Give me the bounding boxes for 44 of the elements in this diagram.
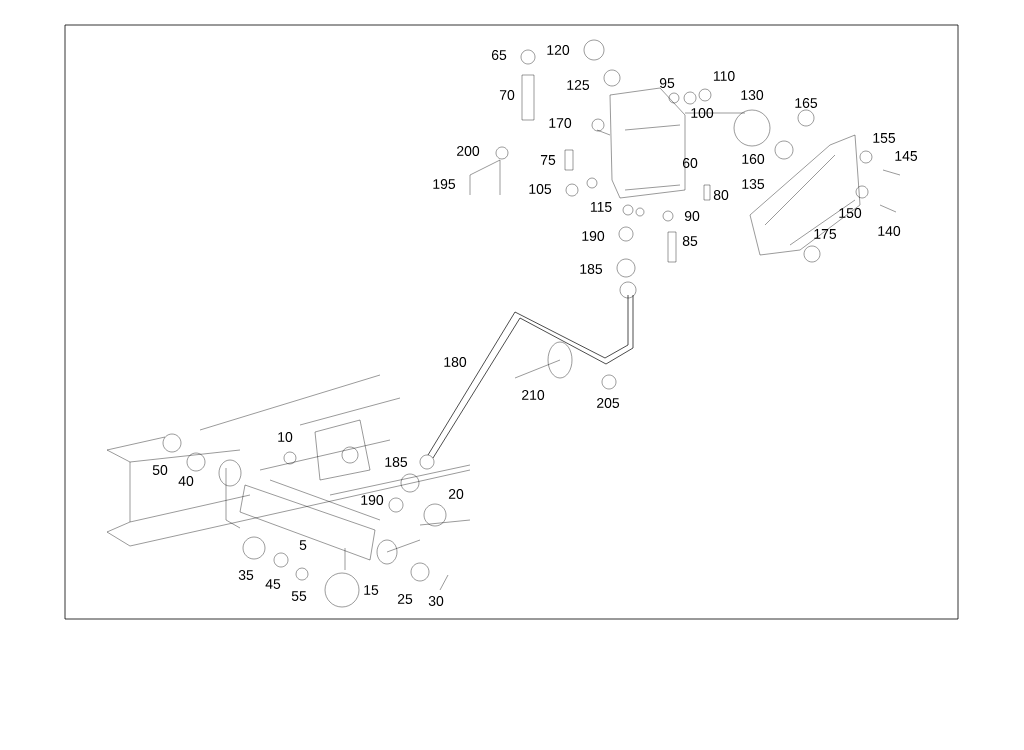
callout-number: 165	[795, 98, 818, 108]
callout-number: 205	[597, 398, 620, 408]
callout-number: 55	[291, 591, 307, 601]
callout-number: 10	[278, 432, 293, 442]
callout-number: 115	[590, 202, 612, 212]
callout-number: 210	[522, 390, 545, 400]
callout-number: 155	[873, 133, 896, 143]
callout-number: 135	[742, 179, 765, 189]
callout-number: 200	[457, 146, 480, 156]
callout-number: 120	[547, 45, 570, 55]
callout-number: 175	[814, 229, 837, 239]
callout-number: 100	[691, 108, 714, 118]
callout-number: 170	[549, 118, 572, 128]
callout-number: 130	[741, 90, 764, 100]
callout-number: 40	[178, 476, 194, 486]
callout-number: 140	[878, 226, 901, 236]
callout-number: 30	[428, 596, 444, 606]
callout-number: 80	[713, 190, 729, 200]
callout-number: 180	[444, 357, 467, 367]
callout-number: 65	[491, 50, 507, 60]
callout-number: 70	[499, 90, 515, 100]
callout-number: 125	[567, 80, 590, 90]
callout-number: 50	[152, 465, 168, 475]
callout-number: 5	[299, 540, 307, 550]
callout-number: 35	[238, 570, 254, 580]
callout-number: 85	[682, 236, 698, 246]
callout-number: 75	[540, 155, 556, 165]
callout-number: 150	[839, 208, 862, 218]
callout-number: 45	[265, 579, 281, 589]
callout-number: 20	[448, 489, 464, 499]
callout-number: 25	[397, 594, 413, 604]
callout-number: 15	[364, 585, 379, 595]
callout-number: 160	[742, 154, 765, 164]
callout-number: 90	[684, 211, 700, 221]
callout-number: 105	[529, 184, 552, 194]
callout-number: 190	[361, 495, 384, 505]
callout-number: 95	[659, 78, 675, 88]
callout-number: 185	[580, 264, 603, 274]
callout-number: 190	[582, 231, 605, 241]
callout-number: 60	[682, 158, 698, 168]
callout-number: 195	[433, 179, 456, 189]
callout-number: 110	[713, 71, 735, 81]
callout-number: 145	[895, 151, 918, 161]
callout-number: 185	[385, 457, 408, 467]
